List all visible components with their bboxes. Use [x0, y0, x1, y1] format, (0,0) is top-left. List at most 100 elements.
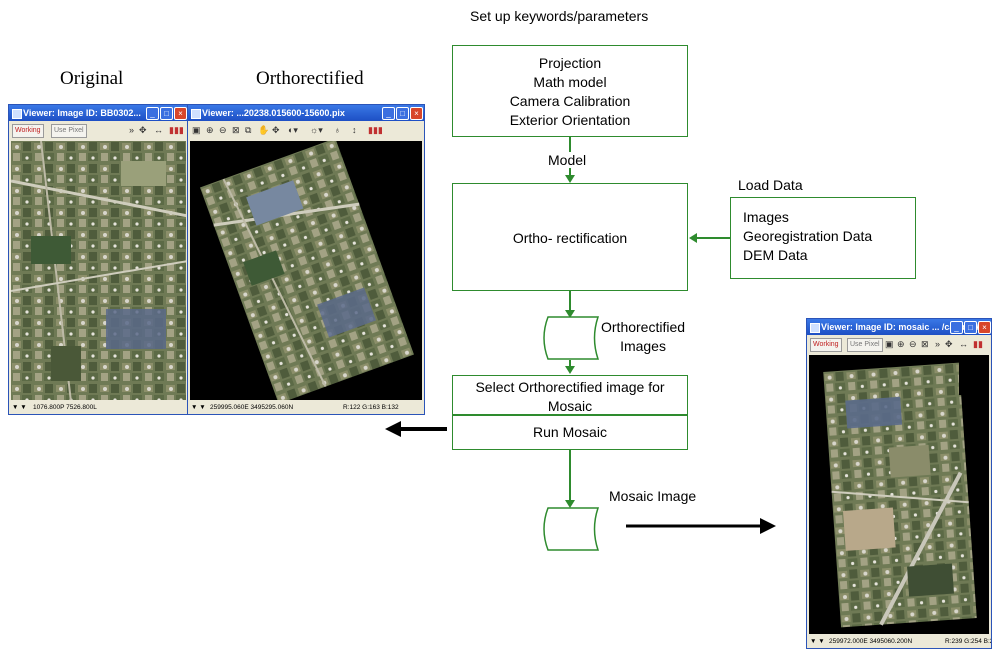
viewer-app-icon	[810, 323, 820, 333]
param-math-model: Math model	[533, 74, 607, 90]
original-viewer-title: Viewer: Image ID: BB0302...	[23, 108, 141, 118]
viewer-app-icon	[191, 109, 201, 119]
orthorectified-aerial-image	[190, 141, 422, 400]
flow-arrowhead	[565, 366, 575, 374]
ortho-images-label-line2: Images	[620, 338, 666, 354]
param-camera-calibration: Camera Calibration	[509, 93, 631, 109]
flow-arrowhead	[565, 175, 575, 183]
mosaic-image-label: Mosaic Image	[609, 488, 697, 504]
rgb-bands-icon[interactable]: ▮▮▮	[169, 125, 184, 135]
load-data-box: Images Georegistration Data DEM Data	[730, 197, 916, 279]
flow-arrowhead	[689, 233, 697, 243]
pan-tool-icon[interactable]: ✥	[139, 125, 147, 135]
working-button[interactable]: Working	[810, 338, 842, 352]
zoom-box-icon[interactable]: ⊠	[232, 125, 240, 135]
original-status-bar: ▼ ▼ 1076.800P 7526.800L	[9, 402, 188, 414]
parameters-box: Projection Math model Camera Calibration…	[452, 45, 688, 137]
working-button[interactable]: Working	[12, 124, 44, 138]
use-pixel-button[interactable]: Use Pixel	[51, 124, 87, 138]
arrow-tool-icon[interactable]: »	[935, 339, 941, 349]
mosaic-viewer-window[interactable]: Viewer: Image ID: mosaic ... /calibrat/.…	[806, 318, 992, 649]
load-images: Images	[743, 209, 789, 225]
mosaic-status-coords: 259972.000E 3495060.200N	[829, 638, 913, 645]
flow-arrowhead	[565, 310, 575, 318]
zoom-area-icon[interactable]: ⧉	[245, 125, 252, 135]
original-viewer-window[interactable]: Viewer: Image ID: BB0302... _ □ × Workin…	[8, 104, 189, 415]
orthorectified-images-datastore	[543, 316, 600, 360]
maximize-button[interactable]: □	[160, 107, 173, 120]
model-edge-label: Model	[548, 152, 587, 168]
orthorectified-column-title: Orthorectified	[256, 68, 364, 89]
close-button[interactable]: ×	[174, 107, 187, 120]
original-aerial-image	[11, 141, 186, 400]
measure-icon[interactable]: ♁	[334, 125, 341, 135]
zoom-box-icon[interactable]: ⊠	[921, 339, 929, 349]
rgb-bands-icon[interactable]: ▮▮	[973, 339, 983, 349]
viewer-app-icon	[12, 109, 22, 119]
load-dem: DEM Data	[743, 247, 808, 263]
status-arrows-icon[interactable]: ▼ ▼	[12, 404, 27, 411]
arrow-tool-icon[interactable]: »	[129, 125, 135, 135]
original-image-view[interactable]	[11, 141, 186, 400]
original-column-title: Original	[60, 68, 124, 89]
ortho-rectification-label: Ortho- rectification	[512, 230, 628, 246]
minimize-button[interactable]: _	[146, 107, 159, 120]
arrow-to-original	[385, 421, 447, 437]
flow-arrowhead	[565, 500, 575, 508]
maximize-button[interactable]: □	[396, 107, 409, 120]
mosaic-viewer-titlebar[interactable]: Viewer: Image ID: mosaic ... /calibrat/.…	[807, 319, 991, 335]
mosaic-status-bar: ▼ ▼ 259972.000E 3495060.200N R:239 G:254…	[807, 636, 991, 648]
setup-keywords-label: Set up keywords/parameters	[470, 8, 649, 24]
brightness-icon[interactable]: ☼▾	[310, 125, 323, 135]
close-button[interactable]: ×	[978, 321, 991, 334]
mosaic-aerial-image	[809, 355, 989, 634]
pan-hand-icon[interactable]: ✋	[258, 125, 270, 135]
mosaic-box-divider	[453, 414, 687, 416]
pan-tool-icon[interactable]: ✥	[945, 339, 953, 349]
flow-line-load	[697, 237, 730, 239]
maximize-button[interactable]: □	[964, 321, 977, 334]
zoom-in-icon[interactable]: ⊕	[897, 339, 905, 349]
minimize-button[interactable]: _	[382, 107, 395, 120]
use-pixel-button[interactable]: Use Pixel	[847, 338, 883, 352]
ortho-viewer-title: Viewer: ...20238.015600-15600.pix	[202, 108, 345, 118]
zoom-out-icon[interactable]: ⊖	[219, 125, 227, 135]
original-status-coords: 1076.800P 7526.800L	[33, 404, 97, 411]
minimize-button[interactable]: _	[950, 321, 963, 334]
status-arrows-icon[interactable]: ▼ ▼	[810, 638, 825, 645]
ortho-status-rgb: R:122 G:163 B:132	[343, 404, 399, 411]
param-exterior-orientation: Exterior Orientation	[509, 112, 631, 128]
cursor-tool-icon[interactable]: ↕	[352, 125, 357, 135]
flow-line-ortho-out	[569, 291, 571, 311]
orthorectified-images-label: Orthorectified Images	[601, 318, 685, 356]
mosaic-viewer-title: Viewer: Image ID: mosaic ... /calibrat/.…	[821, 322, 987, 332]
zoom-in-icon[interactable]: ⊕	[206, 125, 214, 135]
load-data-label: Load Data	[738, 177, 803, 193]
pan-tool-icon[interactable]: ✥	[272, 125, 280, 135]
cursor-tool-icon[interactable]: ↔	[154, 125, 163, 135]
zoom-fit-icon[interactable]: ▣	[885, 339, 894, 349]
mosaic-status-rgb: R:239 G:254 B:220	[945, 638, 991, 645]
load-georegistration: Georegistration Data	[743, 228, 873, 244]
original-viewer-toolbar: Working Use Pixel » ✥ ↔ ▮▮▮	[9, 121, 188, 139]
mosaic-viewer-toolbar: Working Use Pixel ▣ ⊕ ⊖ ⊠ » ✥ ↔ ▮▮	[807, 335, 991, 353]
zoom-fit-icon[interactable]: ▣	[192, 125, 201, 135]
arrow-to-mosaic-viewer	[626, 518, 776, 534]
ortho-status-coords: 259995.060E 3495295.060N	[210, 404, 294, 411]
ortho-status-bar: ▼ ▼ 259995.060E 3495295.060N R:122 G:163…	[188, 402, 424, 414]
mosaic-box: Select Orthorectified image for Mosaic R…	[452, 375, 688, 450]
enhance-icon[interactable]: ◐▾	[288, 125, 298, 135]
original-viewer-titlebar[interactable]: Viewer: Image ID: BB0302...	[9, 105, 188, 121]
mosaic-image-view[interactable]	[809, 355, 989, 634]
status-arrows-icon[interactable]: ▼ ▼	[191, 404, 206, 411]
rgb-bands-icon[interactable]: ▮▮▮	[368, 125, 383, 135]
ortho-viewer-window[interactable]: Viewer: ...20238.015600-15600.pix _ □ × …	[187, 104, 425, 415]
zoom-out-icon[interactable]: ⊖	[909, 339, 917, 349]
ortho-image-view[interactable]	[190, 141, 422, 400]
cursor-tool-icon[interactable]: ↔	[959, 339, 968, 349]
close-button[interactable]: ×	[410, 107, 423, 120]
flow-line-to-select	[569, 360, 571, 368]
run-mosaic-label: Run Mosaic	[533, 424, 607, 440]
ortho-viewer-titlebar[interactable]: Viewer: ...20238.015600-15600.pix	[188, 105, 424, 121]
ortho-images-label-line1: Orthorectified	[601, 319, 686, 335]
